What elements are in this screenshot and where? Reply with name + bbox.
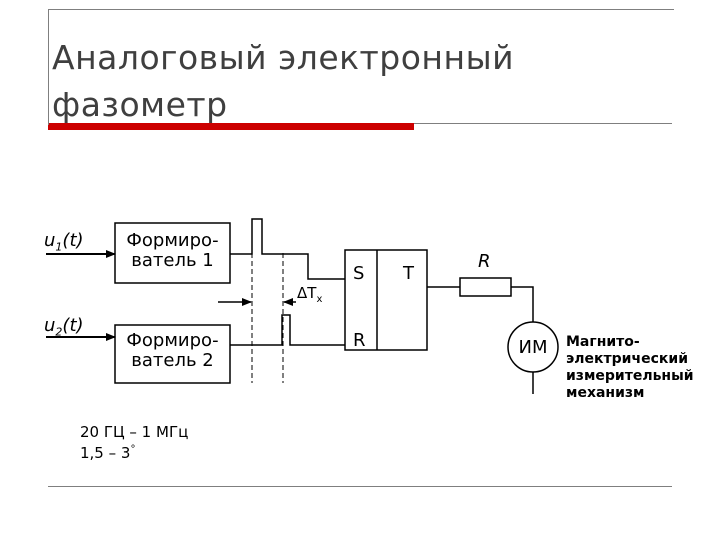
shaper2-box	[114, 324, 231, 384]
shaper2-line1: Формиро-	[126, 330, 219, 351]
input2-suffix: (t)	[62, 315, 84, 336]
resistor-to-meter-wire	[511, 286, 534, 322]
left-rule	[48, 9, 49, 125]
shaper1-line2: ватель 1	[131, 250, 214, 271]
shaper2-label: Формиро- ватель 2	[115, 331, 230, 371]
trigger-box	[344, 249, 428, 351]
meter-desc-line2: электрический	[566, 351, 689, 367]
spec-frequency: 20 ГЦ – 1 МГц	[80, 423, 189, 441]
meter-label: ИМ	[518, 337, 548, 358]
meter-desc-line4: механизм	[566, 385, 645, 401]
shaper1-label: Формиро- ватель 1	[115, 231, 230, 271]
slide-title: Аналоговый электронный фазометр	[52, 34, 612, 128]
input1-label: u1(t)	[44, 231, 84, 258]
spec-error-value: 1,5 – 3	[80, 444, 131, 462]
input1-base: u	[44, 230, 56, 251]
meter-desc-line1: Магнито-	[566, 334, 640, 350]
shaper1-line1: Формиро-	[126, 230, 219, 251]
trigger-s-label: S	[353, 263, 365, 284]
input1-sub: 1	[55, 240, 63, 254]
spec-text: 20 ГЦ – 1 МГц 1,5 – 3°	[80, 423, 188, 462]
meter-desc-line3: измерительный	[566, 368, 694, 384]
trigger-t-label: T	[403, 263, 414, 284]
title-accent-bar	[48, 123, 414, 130]
spec-error: 1,5 – 3°	[80, 441, 188, 462]
delta-t-sub: x	[316, 294, 323, 305]
trigger-r-label: R	[353, 330, 366, 351]
spec-error-unit: °	[130, 444, 136, 455]
input2-label: u2(t)	[44, 316, 84, 343]
top-rule	[48, 9, 674, 10]
resistor-label: R	[478, 251, 491, 272]
title-line-1: Аналоговый электронный	[52, 38, 515, 77]
bottom-rule	[48, 486, 672, 487]
input2-base: u	[44, 315, 56, 336]
delta-t-base: ΔT	[297, 284, 317, 302]
resistor-box	[459, 277, 512, 297]
input2-sub: 2	[55, 325, 63, 339]
shaper1-box	[114, 222, 231, 284]
delta-t-label: ΔTx	[297, 284, 322, 309]
shaper2-line2: ватель 2	[131, 350, 214, 371]
title-rule	[414, 123, 672, 124]
pulse1-wire	[230, 218, 345, 280]
pulse2-wire	[230, 314, 345, 346]
title-line-2: фазометр	[52, 85, 228, 124]
input1-suffix: (t)	[62, 230, 84, 251]
meter-description: Магнито- электрический измерительный мех…	[566, 334, 694, 402]
